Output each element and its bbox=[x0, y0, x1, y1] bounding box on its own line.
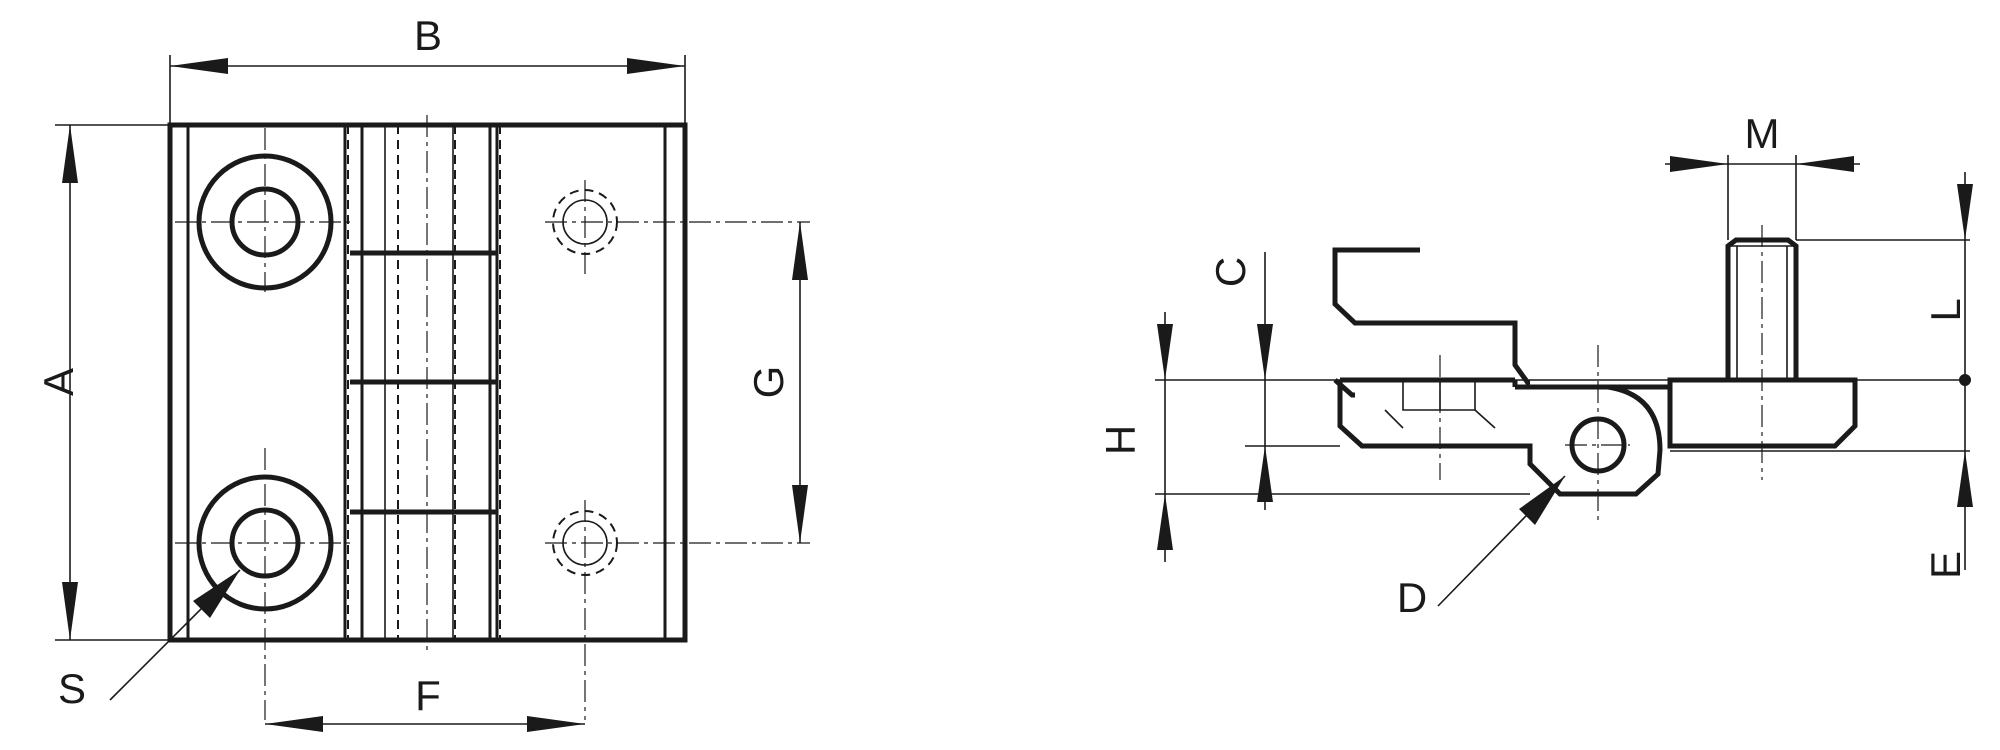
label-e: E bbox=[1922, 551, 1969, 579]
countersunk-hole-bottom bbox=[175, 448, 355, 720]
dimension-f: F bbox=[265, 672, 585, 732]
threaded-hole-top bbox=[545, 180, 810, 278]
label-d: D bbox=[1397, 574, 1427, 621]
label-c: C bbox=[1207, 257, 1254, 287]
dimension-g: G bbox=[745, 222, 808, 543]
label-l: L bbox=[1922, 298, 1969, 321]
dimension-c: C bbox=[1207, 252, 1273, 510]
dimension-m: M bbox=[1665, 110, 1860, 172]
leader-d: D bbox=[1397, 475, 1566, 621]
label-b: B bbox=[414, 12, 442, 59]
label-g: G bbox=[745, 366, 792, 399]
front-view: A B G F S bbox=[35, 12, 810, 732]
dimension-b: B bbox=[169, 12, 686, 125]
right-leaf-profile bbox=[1660, 377, 1858, 449]
threaded-hole-bottom bbox=[545, 500, 810, 720]
countersunk-hole-top bbox=[175, 128, 355, 292]
label-f: F bbox=[415, 672, 441, 719]
dimension-a: A bbox=[35, 124, 170, 641]
left-leaf-profile bbox=[1332, 247, 1531, 386]
leader-s: S bbox=[58, 569, 241, 712]
knuckle bbox=[1527, 345, 1663, 522]
label-s: S bbox=[58, 665, 86, 712]
side-view: H C D M L E bbox=[1097, 110, 1973, 621]
barrel bbox=[343, 115, 501, 650]
reference-dot bbox=[1959, 374, 1971, 386]
dimension-l: L E bbox=[1922, 172, 1973, 579]
threaded-stud bbox=[1725, 225, 1799, 480]
dimension-h: H bbox=[1097, 312, 1173, 562]
label-m: M bbox=[1745, 110, 1780, 157]
label-h: H bbox=[1097, 425, 1144, 455]
label-a: A bbox=[35, 368, 82, 396]
